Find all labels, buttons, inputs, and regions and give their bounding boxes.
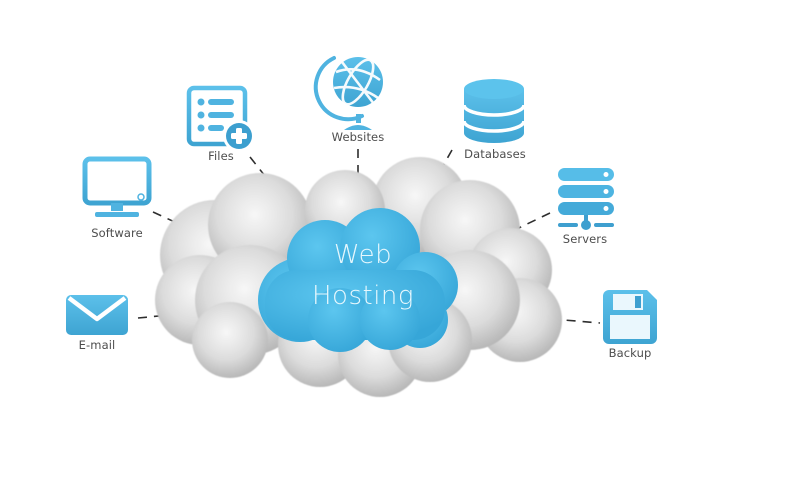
node-label-databases: Databases <box>464 147 526 161</box>
database-icon[interactable] <box>462 79 526 143</box>
floppy-disk-icon[interactable] <box>603 290 657 344</box>
node-label-backup: Backup <box>608 346 652 360</box>
globe-icon[interactable] <box>313 55 383 130</box>
center-cloud <box>258 208 458 352</box>
file-add-icon[interactable] <box>186 85 255 152</box>
center-title-line1: Web <box>333 240 393 270</box>
node-label-websites: Websites <box>331 130 385 144</box>
server-icon[interactable] <box>558 168 614 230</box>
node-label-servers: Servers <box>562 232 608 246</box>
monitor-icon[interactable] <box>82 156 152 217</box>
node-label-files: Files <box>208 149 234 163</box>
node-label-software: Software <box>91 226 143 240</box>
center-title-line2: Hosting <box>311 281 415 311</box>
node-label-email: E-mail <box>78 338 116 352</box>
envelope-icon[interactable] <box>66 295 128 335</box>
